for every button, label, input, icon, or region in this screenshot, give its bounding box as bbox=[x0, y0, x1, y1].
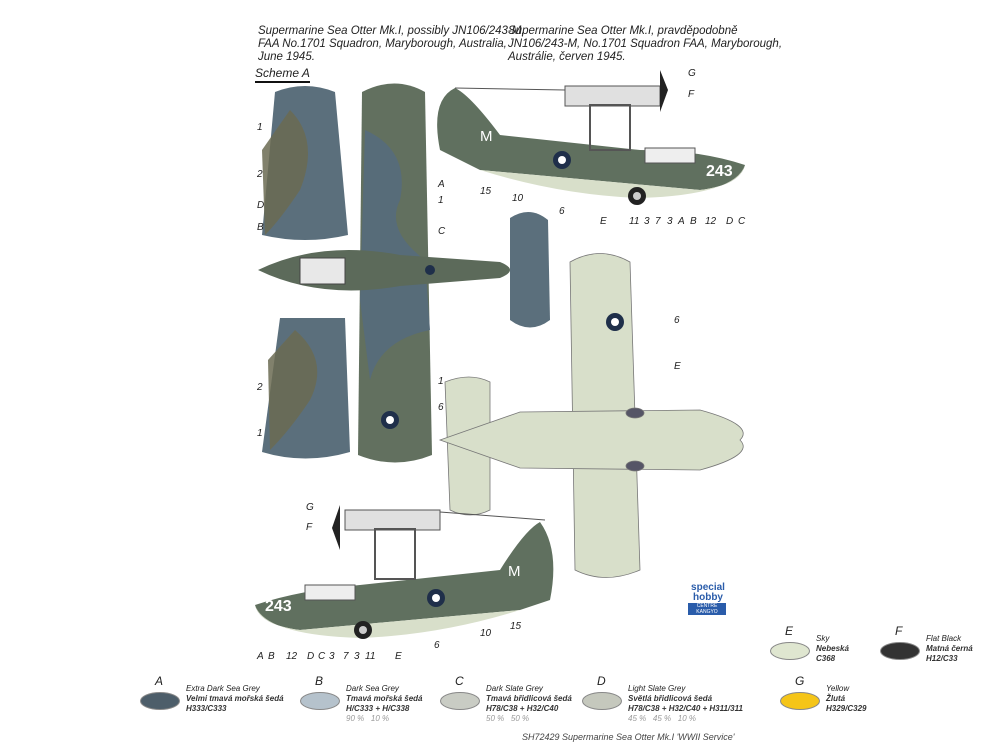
callout: D bbox=[726, 216, 734, 227]
legend-name: Dark Sea Grey bbox=[346, 684, 399, 693]
callout: 6 bbox=[438, 402, 444, 413]
callout: A bbox=[678, 216, 685, 227]
callout: F bbox=[306, 522, 313, 533]
legend-codes: H78/C38 + H32/C40 bbox=[486, 704, 559, 713]
callout: 2 bbox=[257, 382, 263, 393]
callout: 1 bbox=[257, 428, 263, 439]
callout: B bbox=[257, 222, 264, 233]
callout: 11 bbox=[365, 651, 376, 662]
callout: 7 bbox=[343, 651, 349, 662]
logo-text: special hobby bbox=[691, 582, 725, 603]
legend-czech: Tmavá mořská šedá bbox=[346, 694, 423, 703]
callout: E bbox=[395, 651, 402, 662]
paint-swatch bbox=[780, 692, 820, 710]
callout: 1 bbox=[438, 195, 444, 206]
legend-czech: Světlá břidlicová šedá bbox=[628, 694, 713, 703]
legend-letter: C bbox=[455, 674, 464, 688]
callout: 3 bbox=[329, 651, 335, 662]
callout: D bbox=[307, 651, 315, 662]
callout: 12 bbox=[286, 651, 298, 662]
legend-codes: H78/C38 + H32/C40 + H311/311 bbox=[628, 704, 743, 713]
legend-czech: Tmavá břidlicová šedá bbox=[486, 694, 572, 703]
legend-letter: D bbox=[597, 674, 606, 688]
legend-czech: Žlutá bbox=[826, 694, 846, 703]
callout: 2 bbox=[257, 169, 263, 180]
callout: 15 bbox=[480, 186, 492, 197]
legend-czech: Nebeská bbox=[816, 644, 849, 653]
side-view-bottom-aircraft bbox=[255, 505, 554, 639]
callout: E bbox=[674, 361, 681, 372]
legend-name: Yellow bbox=[826, 684, 850, 693]
paint-swatch bbox=[440, 692, 480, 710]
legend-codes: H/C333 + H/C338 bbox=[346, 704, 410, 713]
caption-czech: Supermarine Sea Otter Mk.I, pravděpodobn… bbox=[508, 25, 783, 63]
callout: 6 bbox=[559, 206, 565, 217]
callout: 6 bbox=[434, 640, 440, 651]
legend-codes: H333/C333 bbox=[186, 704, 227, 713]
callout: 3 bbox=[667, 216, 673, 227]
callout: E bbox=[600, 216, 607, 227]
caption-english: Supermarine Sea Otter Mk.I, possibly JN1… bbox=[258, 25, 525, 63]
legend-czech: Matná černá bbox=[926, 644, 973, 653]
callout: 1 bbox=[257, 122, 263, 133]
bottom-view-aircraft bbox=[438, 253, 744, 578]
footer-title: SH72429 Supermarine Sea Otter Mk.I 'WWII… bbox=[522, 732, 735, 742]
callout: B bbox=[268, 651, 275, 662]
legend-letter: A bbox=[155, 674, 164, 688]
callout: 3 bbox=[354, 651, 360, 662]
scheme-title: Scheme A bbox=[255, 66, 310, 83]
callout: 15 bbox=[510, 621, 522, 632]
callout: 11 bbox=[629, 216, 640, 227]
side-view-top-aircraft bbox=[437, 70, 745, 205]
legend-name: Flat Black bbox=[926, 634, 962, 643]
paint-swatch bbox=[140, 692, 180, 710]
side-letter-top: M bbox=[480, 128, 493, 145]
legend-letter: E bbox=[785, 624, 794, 638]
legend-name: Dark Slate Grey bbox=[486, 684, 543, 693]
side-code-top: 243 bbox=[706, 163, 733, 180]
callout: C bbox=[318, 651, 326, 662]
top-view-aircraft bbox=[258, 83, 550, 463]
callout: C bbox=[738, 216, 746, 227]
callout: 6 bbox=[674, 315, 680, 326]
legend-name: Light Slate Grey bbox=[628, 684, 686, 693]
callout: 3 bbox=[644, 216, 650, 227]
callout: 7 bbox=[655, 216, 661, 227]
callout: A bbox=[257, 651, 264, 662]
callout: G bbox=[306, 502, 314, 513]
legend-codes: C368 bbox=[816, 654, 836, 663]
callout: D bbox=[257, 200, 265, 211]
legend-mix: 45 % 45 % 10 % bbox=[628, 714, 697, 723]
callout: G bbox=[688, 68, 696, 79]
callout: 12 bbox=[705, 216, 717, 227]
legend-letter: G bbox=[795, 674, 805, 688]
legend-codes: H329/C329 bbox=[826, 704, 867, 713]
callout: C bbox=[438, 226, 446, 237]
legend-letter: B bbox=[315, 674, 324, 688]
callout: 1 bbox=[438, 376, 444, 387]
paint-swatch bbox=[582, 692, 622, 710]
callout: B bbox=[690, 216, 697, 227]
special-hobby-logo: special hobby bbox=[688, 583, 728, 603]
side-letter-bottom: M bbox=[508, 563, 521, 580]
side-code-bottom: 243 bbox=[265, 598, 292, 615]
kangyo-logo: CENTRE KANGYO bbox=[688, 603, 726, 615]
legend-name: Extra Dark Sea Grey bbox=[186, 684, 260, 693]
legend-czech: Velmi tmavá mořská šedá bbox=[186, 694, 284, 703]
callout: A bbox=[438, 179, 445, 190]
legend-codes: H12/C33 bbox=[926, 654, 958, 663]
logo-text: CENTRE KANGYO bbox=[696, 603, 718, 615]
paint-swatch bbox=[880, 642, 920, 660]
legend-mix: 50 % 50 % bbox=[486, 714, 530, 723]
paint-swatch bbox=[770, 642, 810, 660]
legend-name: Sky bbox=[816, 634, 830, 643]
callout: 10 bbox=[512, 193, 524, 204]
legend-letter: F bbox=[895, 624, 903, 638]
tailplane-top bbox=[510, 211, 550, 328]
callout: F bbox=[688, 89, 695, 100]
paint-swatch bbox=[300, 692, 340, 710]
callout: 10 bbox=[480, 628, 492, 639]
legend-mix: 90 % 10 % bbox=[346, 714, 390, 723]
fuselage-top bbox=[258, 250, 510, 291]
